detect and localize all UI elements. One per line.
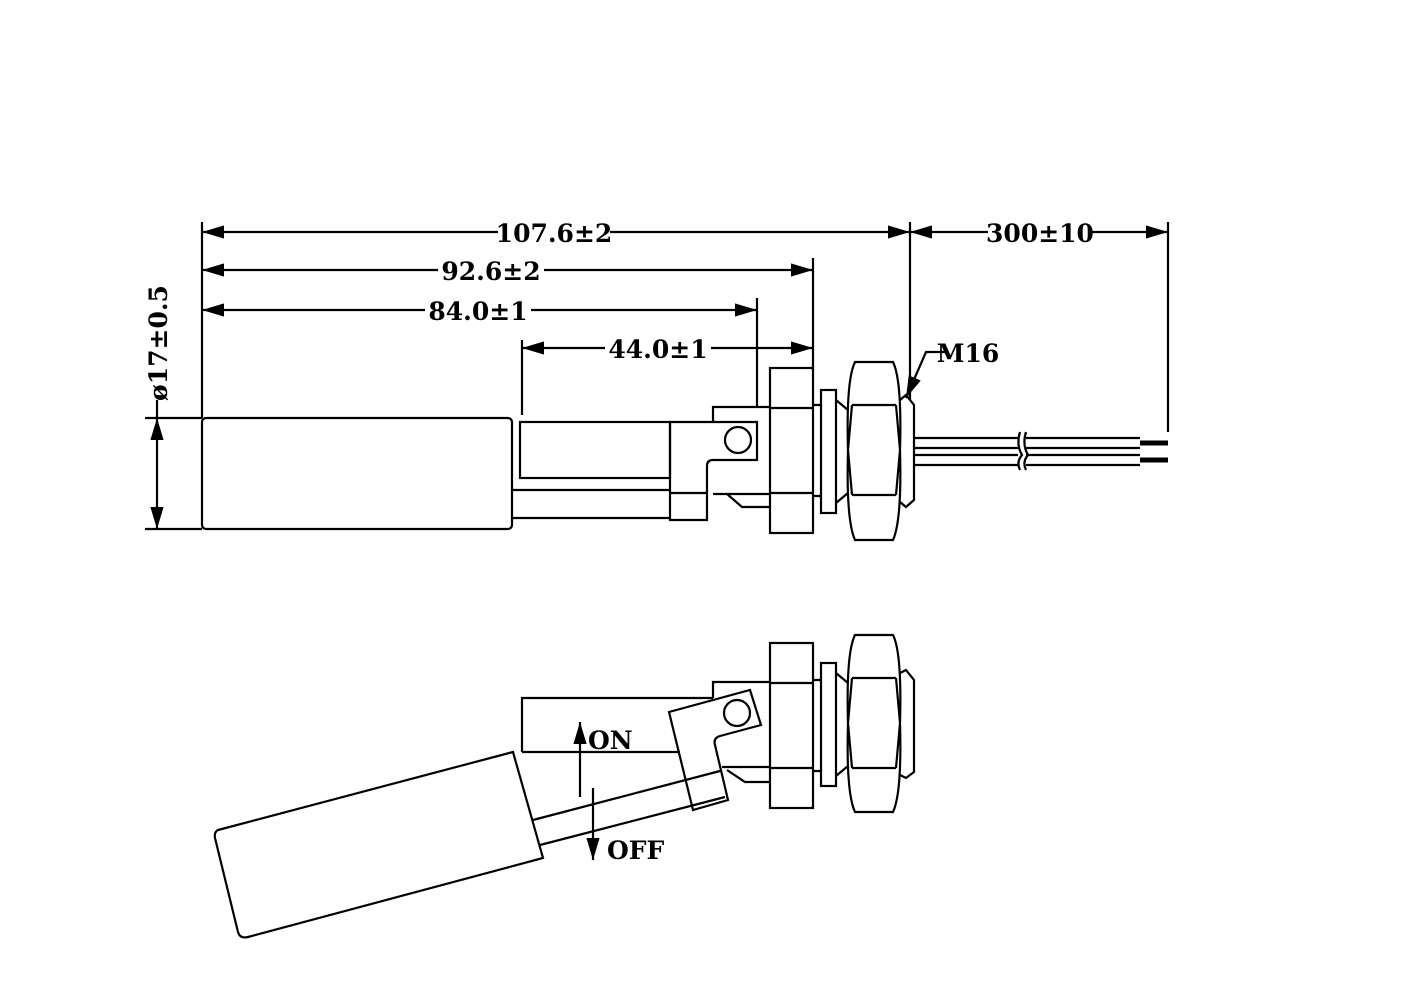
flange-lines-bottom	[770, 678, 821, 773]
wire-ends	[1140, 440, 1168, 463]
flange-lines	[770, 403, 821, 498]
dim-cable-length: 300±10	[986, 219, 1094, 248]
housing-tab	[711, 405, 770, 422]
housing-bottom	[711, 680, 770, 784]
rod	[512, 488, 670, 520]
hex-nut	[846, 360, 902, 542]
washer	[819, 388, 838, 515]
pivot-hole-bottom	[722, 698, 752, 728]
thread-end	[899, 393, 916, 509]
thread-label: M16	[937, 339, 999, 368]
cable	[914, 436, 1140, 467]
dim-body-length: 92.6±2	[441, 257, 540, 286]
hex-nut-bottom	[846, 633, 902, 814]
on-label: ON	[588, 726, 633, 755]
dimensions: 107.6±2 300±10 92.6±2 84.0±1 44.0±1 M16 …	[144, 219, 1170, 531]
washer-bottom	[819, 661, 838, 788]
bracket-tilted	[667, 688, 763, 812]
thread-end-bottom	[899, 668, 916, 780]
off-label: OFF	[607, 836, 665, 865]
top-view	[200, 360, 1168, 542]
pivot-hole	[723, 425, 753, 455]
rod-tilted	[532, 769, 726, 847]
flange-block	[768, 366, 815, 535]
bottom-view: ON OFF	[213, 633, 916, 939]
housing-lower	[713, 492, 770, 509]
cable-break	[1017, 431, 1030, 471]
dim-overall-length: 107.6±2	[496, 219, 613, 248]
stem-upper-fixed	[520, 696, 713, 754]
float-tilted	[213, 750, 545, 939]
dim-stem-length: 44.0±1	[608, 335, 707, 364]
float	[200, 416, 514, 531]
dim-pivot-length: 84.0±1	[428, 297, 527, 326]
stem-upper	[518, 420, 672, 480]
bracket	[668, 420, 759, 522]
flange-block-bottom	[768, 641, 815, 810]
washer-chamfer	[835, 399, 849, 504]
washer-chamfer-bottom	[835, 672, 849, 777]
dim-float-diameter: ø17±0.5	[144, 285, 173, 401]
